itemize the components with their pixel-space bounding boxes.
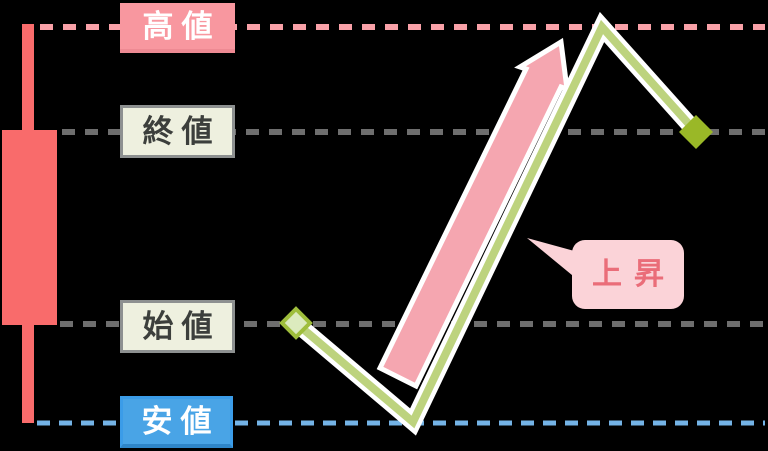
rise-callout-bubble: 上昇 <box>572 240 684 309</box>
high-price-label: 高値 <box>120 3 235 53</box>
close-diamond-marker <box>679 115 713 149</box>
low-price-label: 安値 <box>120 396 233 448</box>
close-price-label: 終値 <box>120 105 235 158</box>
callout-tail <box>527 238 578 280</box>
rise-arrow-icon <box>376 37 570 390</box>
price-path-line <box>293 19 699 429</box>
open-price-label: 始値 <box>120 300 235 353</box>
candle-body <box>2 130 57 325</box>
open-diamond-marker <box>279 306 313 340</box>
